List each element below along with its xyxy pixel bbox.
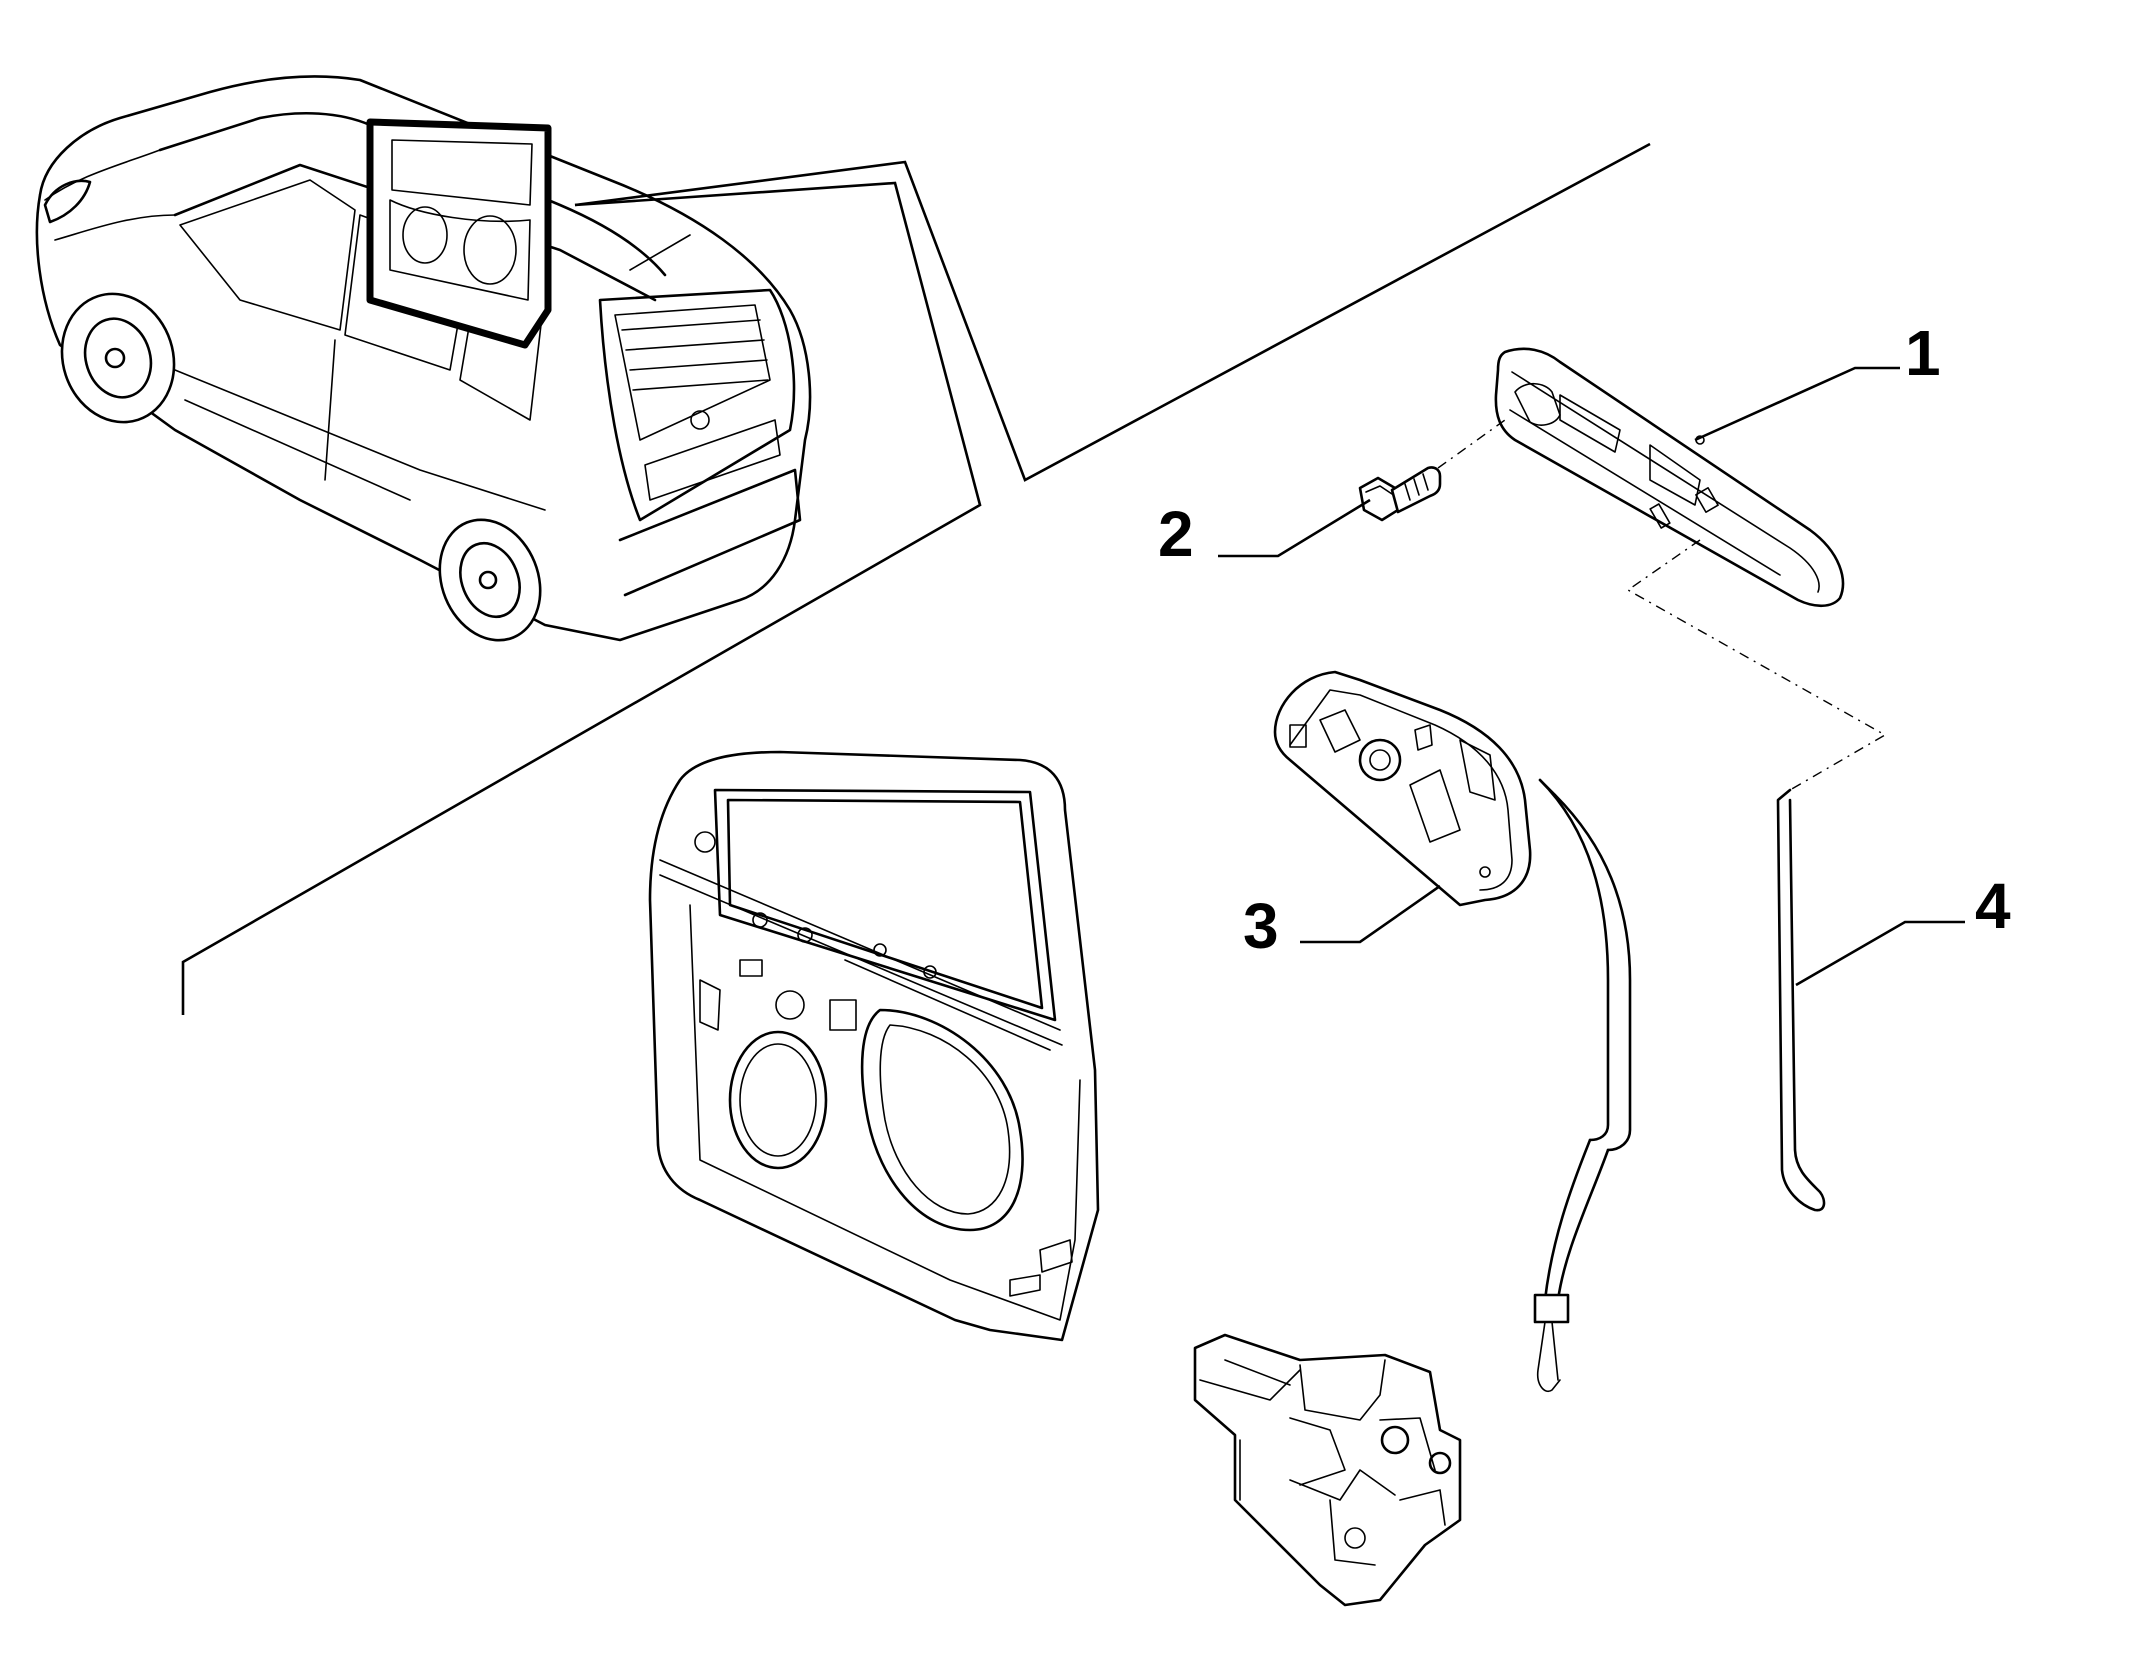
part-1-door-handle	[1494, 347, 1845, 608]
callout-2: 2	[1158, 498, 1371, 570]
door-shell	[648, 750, 1100, 1342]
callout-4: 4	[1795, 870, 2011, 987]
door-latch	[1193, 1333, 1462, 1607]
callout-3-label: 3	[1243, 890, 1279, 962]
callout-3: 3	[1243, 884, 1441, 962]
callout-2-label: 2	[1158, 498, 1194, 570]
part-4-rod	[1776, 788, 1826, 1212]
part-3-inner-handle-with-cable	[1273, 670, 1632, 1392]
callout-4-label: 4	[1975, 870, 2011, 942]
part-2-bolt	[1358, 466, 1442, 522]
detail-frame-lines	[181, 142, 1651, 1015]
callout-1-label: 1	[1905, 317, 1941, 389]
car-overview-illustration	[35, 75, 812, 642]
callout-1: 1	[1694, 317, 1941, 442]
alignment-lines	[1437, 419, 1887, 791]
